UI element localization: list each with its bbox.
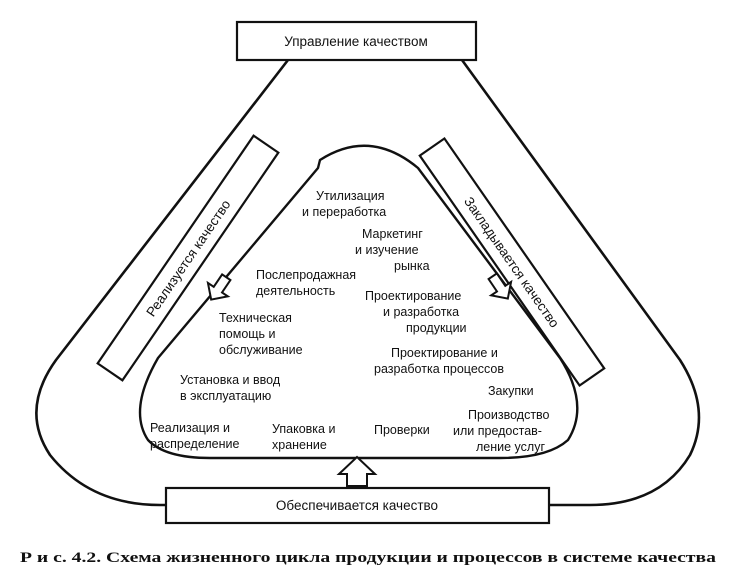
quality-realized-box bbox=[96, 134, 280, 382]
quality-realized-label: Реализуется качество bbox=[143, 197, 233, 319]
quality-assured-label: Обеспечивается качество bbox=[276, 498, 438, 513]
stage-packaging: Упаковка и хранение bbox=[272, 422, 339, 452]
quality-laid-box bbox=[418, 136, 606, 388]
stage-procurement: Закупки bbox=[488, 384, 534, 398]
stage-marketing: Маркетинг и изучение рынка bbox=[355, 227, 430, 273]
stage-technical-support: Техническая помощь и обслуживание bbox=[219, 311, 303, 357]
quality-management-label: Управление качеством bbox=[284, 34, 428, 49]
quality-laid-label: Закладывается качество bbox=[461, 194, 562, 330]
quality-assured-box bbox=[164, 486, 551, 525]
stage-production: Производство или предостав- ление услуг bbox=[453, 408, 553, 454]
stage-process-design: Проектирование и разработка процессов bbox=[374, 346, 504, 376]
stage-utilization: Утилизация и переработка bbox=[302, 189, 388, 219]
left-arrow-icon bbox=[206, 273, 232, 301]
figure-caption: Р и с. 4.2. Схема жизненного цикла проду… bbox=[20, 550, 717, 566]
up-arrow-icon bbox=[336, 455, 378, 487]
inner-triangle-outline bbox=[138, 144, 579, 460]
stage-after-sales: Послепродажная деятельность bbox=[256, 268, 360, 298]
stage-distribution: Реализация и распределение bbox=[150, 421, 240, 451]
stage-inspection: Проверки bbox=[374, 423, 430, 437]
outer-triangle-outline bbox=[35, 59, 701, 507]
right-arrow-icon bbox=[487, 272, 513, 300]
stage-installation: Установка и ввод в эксплуатацию bbox=[180, 373, 284, 403]
quality-management-box bbox=[235, 20, 478, 62]
stage-product-design: Проектирование и разработка продукции bbox=[365, 289, 467, 335]
